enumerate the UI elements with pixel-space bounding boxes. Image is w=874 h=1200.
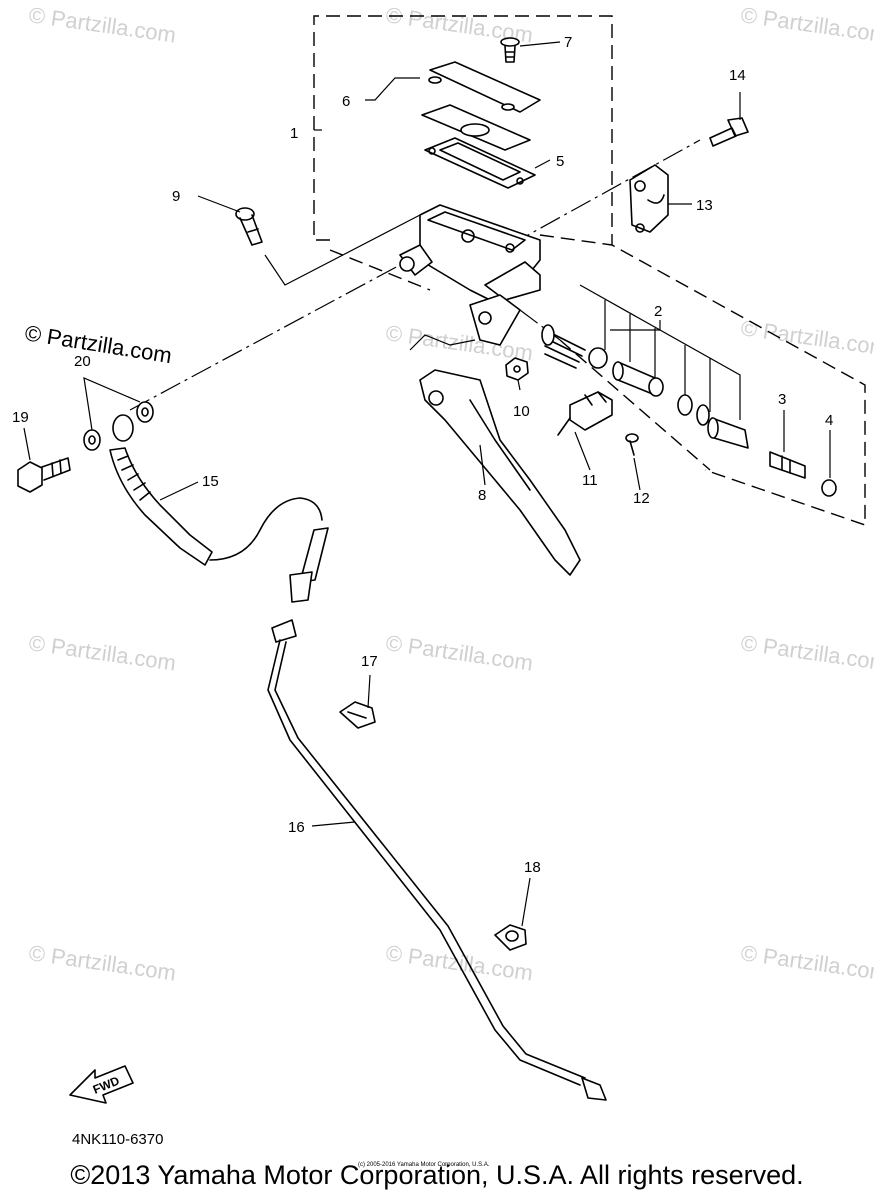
callout-6: 6	[342, 93, 350, 110]
forward-arrow-icon: FWD	[69, 1065, 134, 1104]
clutch-switch-11	[557, 391, 613, 436]
callout-16: 16	[288, 819, 305, 836]
assembly-boundaries	[313, 15, 866, 526]
push-rod-3	[769, 451, 806, 479]
callout-1: 1	[290, 125, 298, 142]
callout-19: 19	[12, 409, 29, 426]
holder-bolt-14	[709, 117, 749, 147]
watermark-text: © Partzilla.com	[739, 940, 874, 985]
leader-lines	[23, 41, 831, 927]
callout-15: 15	[202, 473, 219, 490]
watermark-text: © Partzilla.com	[384, 630, 534, 675]
pivot-bolt-9	[235, 207, 263, 246]
callout-17: 17	[361, 653, 378, 670]
callout-11: 11	[582, 472, 598, 489]
holder-13	[629, 164, 669, 233]
callout-9: 9	[172, 188, 180, 205]
diagram-code: 4NK110-6370	[72, 1131, 164, 1148]
nut-10	[505, 357, 529, 381]
watermark-text: © Partzilla.com	[27, 2, 177, 47]
centre-lines	[129, 139, 701, 411]
clamp-17	[339, 701, 376, 729]
callout-14: 14	[729, 67, 746, 84]
callout-4: 4	[825, 412, 833, 429]
callout-3: 3	[778, 391, 786, 408]
callout-10: 10	[513, 403, 530, 420]
master-cylinder-body	[399, 204, 541, 346]
clutch-pipe-16	[267, 619, 607, 1101]
diaphragm-5	[424, 137, 536, 189]
piston-kit-2	[541, 284, 749, 449]
watermark-text-dark: © Partzilla.com	[23, 320, 173, 368]
screw-12	[625, 433, 639, 456]
gasket-20	[83, 377, 154, 451]
callout-2: 2	[654, 303, 662, 320]
reservoir-cap-6	[421, 61, 541, 151]
union-bolt-19	[17, 457, 71, 493]
callout-labels: 1 2 3 4 5 6 7 8 9 10 11 12 13 14 15 16 1…	[12, 34, 833, 876]
boot-4	[821, 479, 837, 497]
watermark-text: © Partzilla.com	[739, 2, 874, 47]
callout-20: 20	[74, 353, 91, 370]
clamp-18	[494, 924, 527, 951]
screw-7	[500, 37, 520, 63]
copyright-footer: ©2013 Yamaha Motor Corporation, U.S.A. A…	[70, 1160, 804, 1190]
watermark-text: © Partzilla.com	[27, 630, 177, 675]
callout-5: 5	[556, 153, 564, 170]
watermark-text: © Partzilla.com	[739, 630, 874, 675]
small-copyright-note: (c) 2005-2016 Yamaha Motor Corporation, …	[358, 1162, 490, 1168]
clutch-lever-8	[419, 369, 581, 576]
callout-13: 13	[696, 197, 713, 214]
callout-7: 7	[564, 34, 572, 51]
clutch-hose-15	[109, 414, 329, 603]
watermark-text: © Partzilla.com	[739, 315, 874, 360]
callout-12: 12	[633, 490, 650, 507]
callout-18: 18	[524, 859, 541, 876]
callout-8: 8	[478, 487, 486, 504]
watermark-text: © Partzilla.com	[27, 940, 177, 985]
